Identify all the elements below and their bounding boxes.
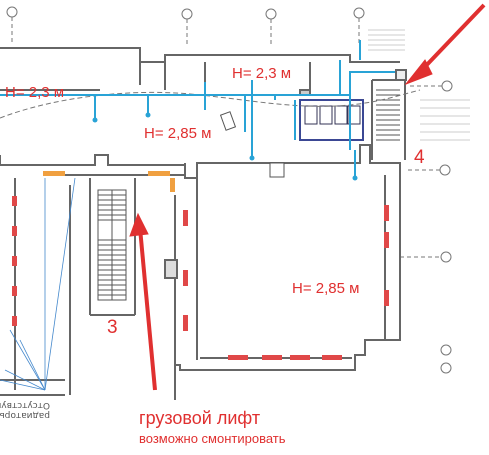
- equipment: [219, 111, 285, 178]
- mirrored-note-line1: Отсутствуют: [0, 400, 50, 410]
- axis-markers-right: [400, 80, 453, 374]
- annotation-arrows: [129, 3, 486, 391]
- stairs-left: [97, 189, 127, 301]
- water-pipes: [0, 40, 395, 178]
- mirrored-note: Отсутствуют радиаторы: [0, 400, 50, 420]
- technical-notes: [368, 29, 470, 141]
- ceiling-arc: [0, 89, 421, 119]
- room-number-3: 3: [107, 317, 118, 338]
- window-markers: [12, 196, 389, 360]
- height-label-middle-left: H= 2,85 м: [144, 125, 211, 142]
- caption-freight-elevator: грузовой лифт: [139, 408, 260, 428]
- height-label-top-center: H= 2,3 м: [232, 65, 291, 82]
- heat-lines: [0, 177, 76, 391]
- height-label-main-hall: H= 2,85 м: [292, 280, 359, 297]
- caption-can-be-installed: возможно смонтировать: [139, 431, 286, 446]
- pipe-markers: [92, 112, 358, 181]
- radiators: [43, 171, 175, 192]
- axis-markers-top: [6, 6, 365, 45]
- height-label-top-left: H= 2,3 м: [5, 84, 64, 101]
- mirrored-note-line2: радиаторы: [0, 410, 50, 420]
- room-number-4: 4: [414, 147, 425, 168]
- stairs-right: [376, 89, 400, 141]
